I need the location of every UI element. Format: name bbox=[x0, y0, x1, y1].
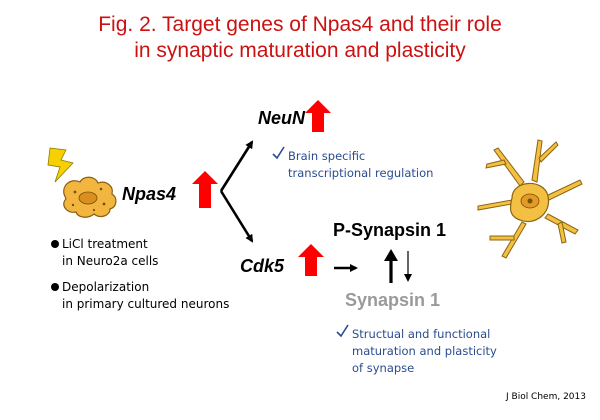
up-arrow-icon-npas4 bbox=[192, 171, 218, 208]
figure-title-line-2: in synaptic maturation and plasticity bbox=[134, 39, 466, 62]
synapse-note-line-2: maturation and plasticity bbox=[352, 344, 497, 358]
condition-2-line-2: in primary cultured neurons bbox=[62, 297, 230, 311]
condition-1-line-2: in Neuro2a cells bbox=[62, 254, 159, 268]
figure-title-line-1: Fig. 2. Target genes of Npas4 and their … bbox=[98, 13, 502, 36]
condition-1-line-1: LiCl treatment bbox=[62, 237, 148, 251]
condition-2-line-1: Depolarization bbox=[62, 280, 150, 294]
up-arrow-icon-neun bbox=[305, 100, 331, 132]
branch-arrows bbox=[219, 140, 254, 243]
lightning-icon bbox=[47, 147, 74, 183]
synapsin-label: Synapsin 1 bbox=[345, 290, 441, 310]
check-icon-synapse bbox=[336, 324, 349, 338]
npas4-label: Npas4 bbox=[122, 184, 177, 204]
citation: J Biol Chem, 2013 bbox=[506, 392, 586, 402]
cell-icon bbox=[63, 176, 117, 218]
up-arrow-icon-cdk5 bbox=[298, 244, 324, 276]
neun-label: NeuN bbox=[258, 108, 306, 128]
neuron-icon bbox=[477, 139, 583, 259]
phosphorylation-up-arrow bbox=[384, 249, 398, 283]
p-synapsin-label: P-Synapsin 1 bbox=[333, 220, 447, 240]
synapse-note-line-3: of synapse bbox=[352, 361, 415, 375]
bullet-1 bbox=[51, 240, 59, 248]
bullet-2 bbox=[51, 283, 59, 291]
cdk5-label: Cdk5 bbox=[240, 256, 285, 276]
brain-note-line-1: Brain specific bbox=[288, 149, 366, 163]
dephosphorylation-down-arrow bbox=[404, 251, 412, 282]
check-icon-brain bbox=[272, 146, 285, 160]
brain-note-line-2: transcriptional regulation bbox=[288, 166, 434, 180]
synapse-note-line-1: Structual and functional bbox=[352, 327, 491, 341]
